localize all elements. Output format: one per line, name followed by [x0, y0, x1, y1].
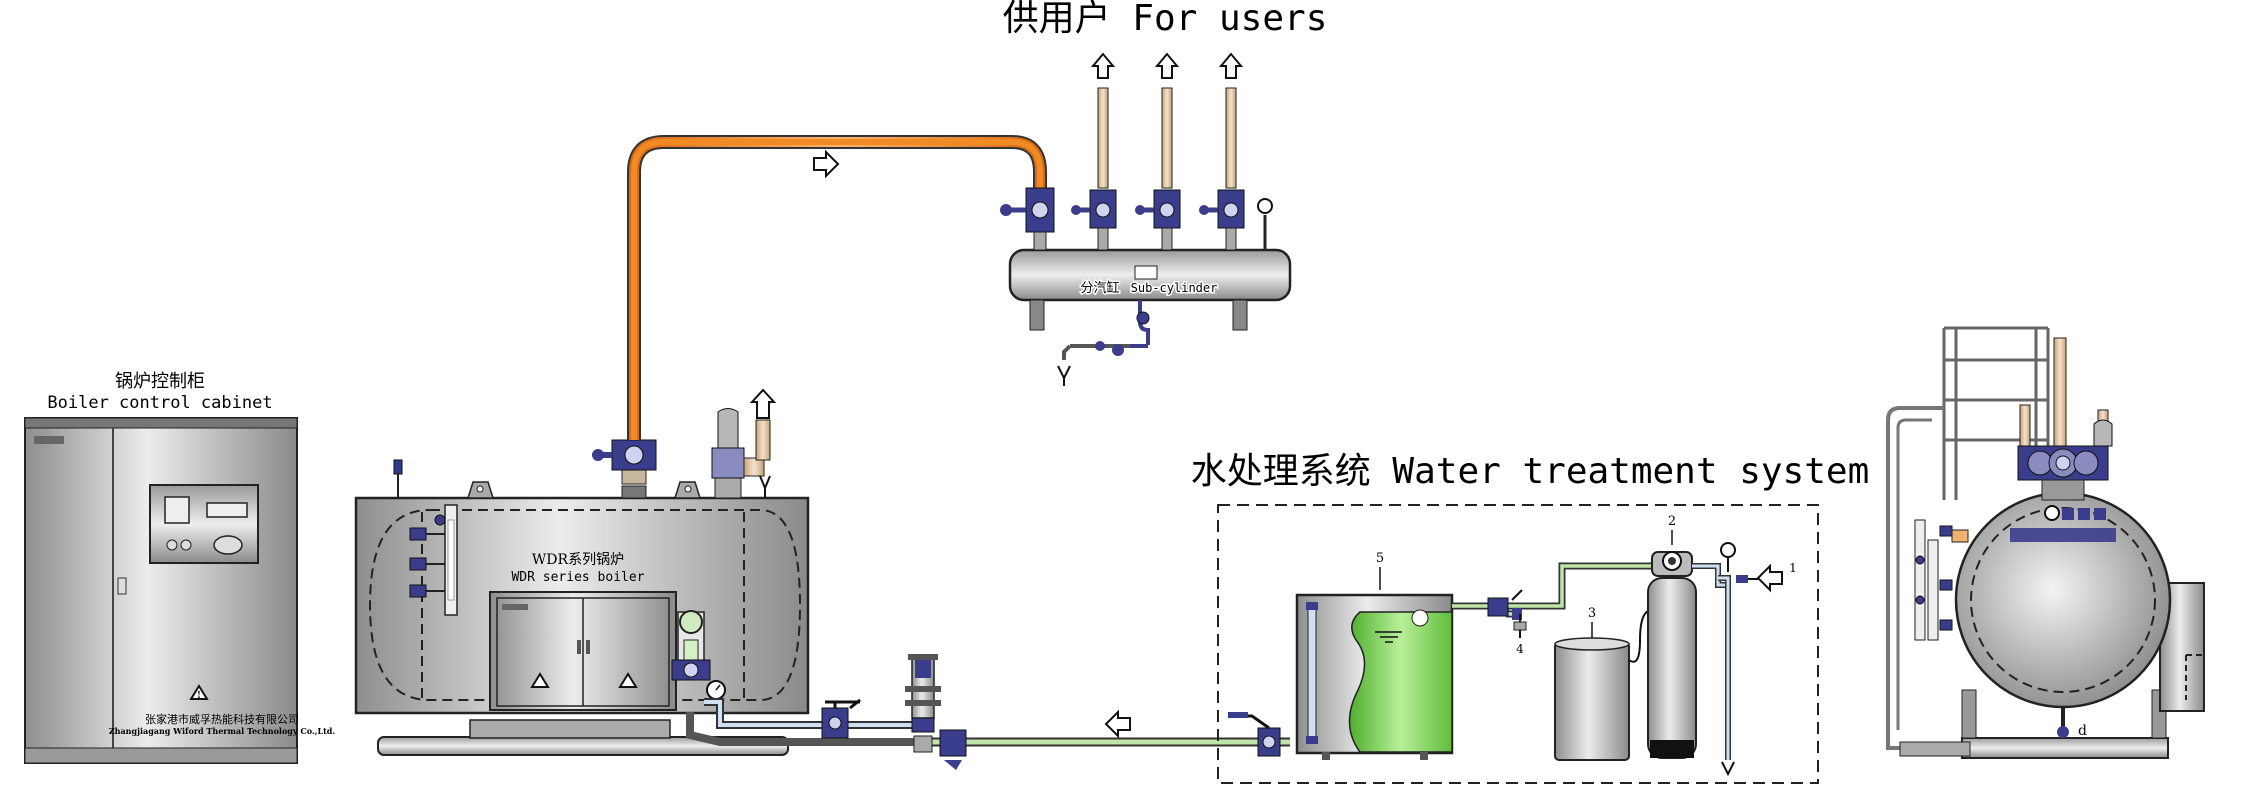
- water-treatment-title: 水处理系统 Water treatment system: [1191, 451, 1870, 492]
- svg-text:d: d: [2078, 723, 2087, 739]
- warning-icon: [618, 672, 638, 688]
- up-arrow-icon: [1154, 52, 1180, 79]
- sub-cylinder-label-en: Sub-cylinder: [1131, 281, 1218, 295]
- cabinet-label-en: Boiler control cabinet: [47, 393, 272, 413]
- label-1: 1: [1789, 561, 1797, 575]
- up-arrow-icon: [749, 388, 777, 419]
- boiler-label-cn: WDR系列锅炉: [532, 552, 624, 568]
- flow-arrow-icon: [813, 149, 840, 179]
- label-2: 2: [1668, 514, 1676, 529]
- pressure-gauge-icon: [1257, 198, 1273, 214]
- up-arrow-icon: [1090, 52, 1116, 79]
- wdr-boiler: WDR系列锅炉 WDR series boiler: [354, 388, 810, 756]
- sub-cylinder-label-en-bg: Sub-cylinder: [1131, 281, 1218, 295]
- sub-cylinder: 分汽缸 分汽缸 Sub-cylinder Sub-cylinder: [1000, 52, 1292, 386]
- outlet-column-3: [1199, 52, 1245, 251]
- users-title: 供用户 For users: [1003, 0, 1328, 39]
- flow-arrow-icon: [1104, 709, 1131, 739]
- boiler-side-view: d: [1886, 326, 2206, 759]
- warning-icon: [189, 684, 209, 700]
- outlet-column-1: [1071, 52, 1117, 251]
- boiler-label-en: WDR series boiler: [511, 570, 644, 585]
- water-treatment-system: 5 4 3 2: [1217, 504, 1819, 784]
- label-4: 4: [1516, 642, 1524, 656]
- label-3: 3: [1588, 606, 1596, 621]
- outlet-column-2: [1135, 52, 1181, 251]
- company-name-cn: 张家港市威孚热能科技有限公司: [145, 712, 299, 726]
- control-cabinet: 锅炉控制柜 Boiler control cabinet ! 张家港市威孚热能科…: [24, 371, 336, 764]
- svg-text:!: !: [197, 691, 201, 701]
- inlet-arrow-icon: [1756, 563, 1783, 593]
- feed-water-line: [686, 654, 1290, 770]
- sub-cylinder-label-cn: 分汽缸: [1080, 280, 1119, 296]
- pressure-gauge-icon: [1720, 542, 1736, 558]
- company-name-en: Zhangjiagang Wiford Thermal Technology C…: [109, 726, 336, 736]
- cabinet-label-cn: 锅炉控制柜: [115, 371, 205, 392]
- label-5: 5: [1376, 551, 1384, 566]
- steam-main-pipe: [627, 135, 1047, 440]
- warning-icon: [530, 672, 550, 688]
- sub-cylinder-label-cn-bg: 分汽缸: [1080, 280, 1119, 296]
- up-arrow-icon: [1218, 52, 1244, 79]
